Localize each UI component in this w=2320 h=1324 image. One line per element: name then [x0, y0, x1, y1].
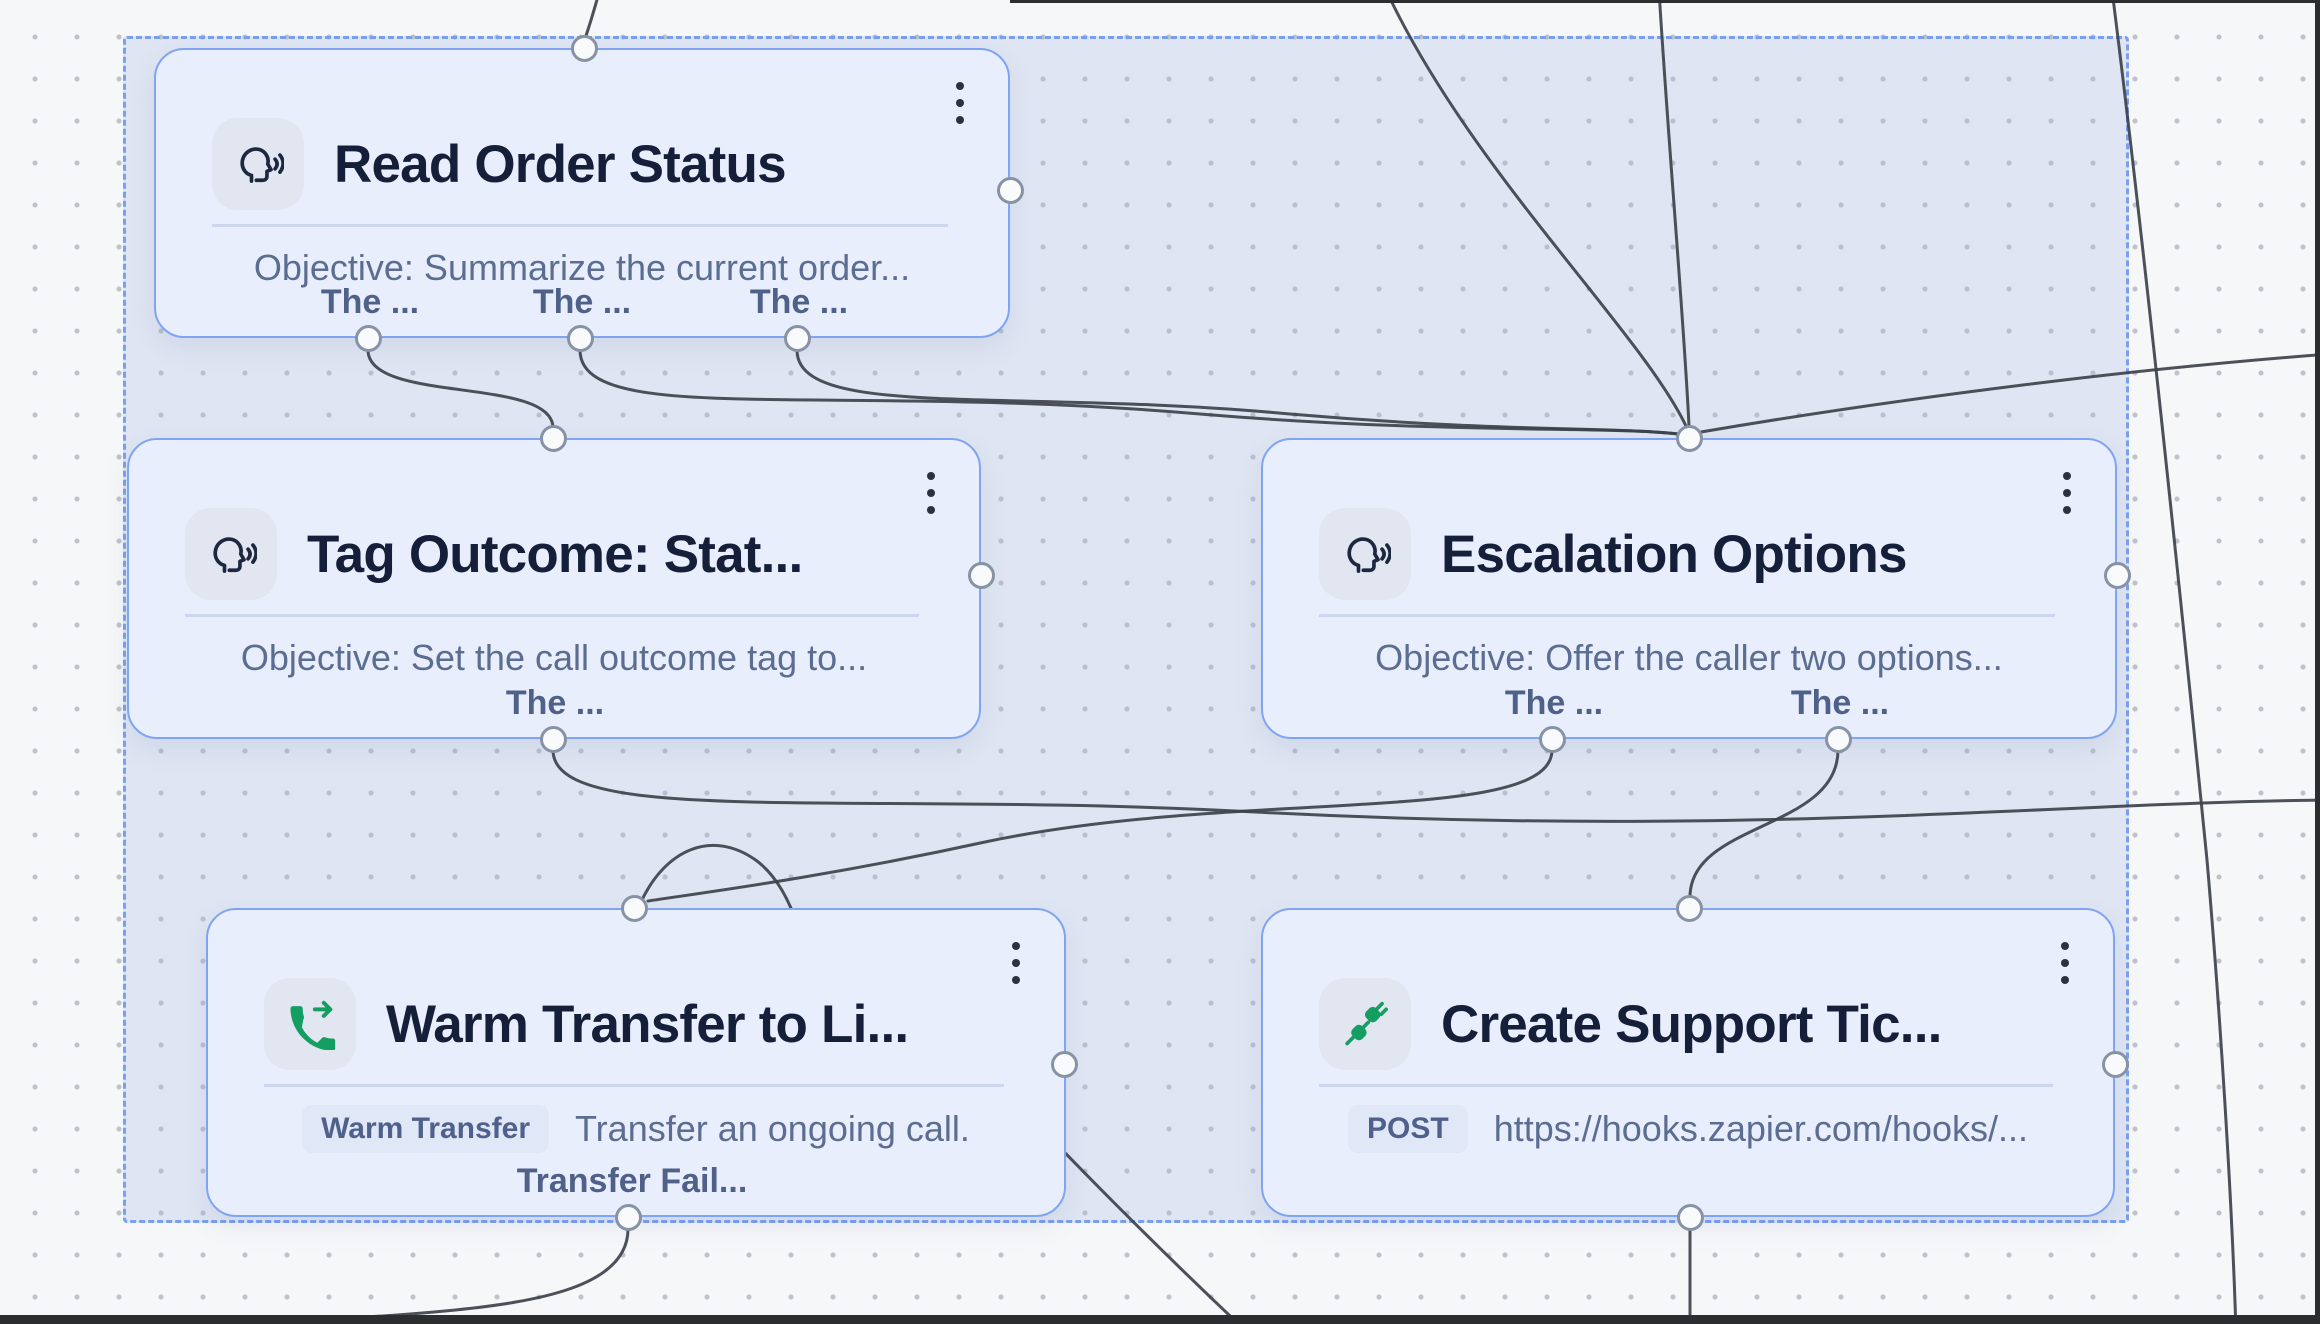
webhook-url: https://hooks.zapier.com/hooks/...	[1493, 1107, 2028, 1149]
node-title: Create Support Tic...	[1441, 994, 1942, 1054]
handle-tag-right[interactable]	[968, 562, 995, 589]
edge-offscreen-vertical-to-escalation[interactable]	[1658, 0, 1691, 428]
voice-icon	[1319, 508, 1411, 600]
node-create-support-ticket[interactable]: Create Support Tic... POST https://hooks…	[1261, 908, 2115, 1217]
node-title: Tag Outcome: Stat...	[307, 524, 803, 584]
divider	[185, 614, 919, 617]
node-title: Read Order Status	[334, 134, 786, 194]
branch-label: The ...	[749, 283, 849, 321]
node-description: Objective: Set the call outcome tag to..…	[240, 636, 868, 678]
handle-ticket-bottom[interactable]	[1677, 1204, 1704, 1231]
transfer-type-badge: Warm Transfer	[302, 1104, 550, 1153]
handle-read-bottom-2[interactable]	[567, 325, 594, 352]
edge-read-to-tag-outcome[interactable]	[366, 348, 555, 430]
handle-warm-bottom[interactable]	[615, 1204, 642, 1231]
branch-label: The ...	[1790, 684, 1890, 722]
screen-edge-bottom	[0, 1315, 2320, 1324]
divider	[264, 1084, 1004, 1087]
edge-warm-transfer-bottom-left[interactable]	[183, 1227, 630, 1324]
handle-escalation-right[interactable]	[2104, 562, 2131, 589]
handle-escalation-top[interactable]	[1676, 425, 1703, 452]
edge-escalation-to-offscreen-right[interactable]	[1699, 353, 2320, 434]
handle-read-top[interactable]	[571, 35, 598, 62]
handle-read-bottom-3[interactable]	[784, 325, 811, 352]
voice-icon	[212, 118, 304, 210]
branch-label: The ...	[1504, 684, 1604, 722]
handle-tag-bottom[interactable]	[540, 726, 567, 753]
edge-tag-outcome-to-offscreen-right[interactable]	[551, 748, 2320, 823]
edge-read-to-escalation-2[interactable]	[795, 348, 1680, 436]
kebab-menu-icon[interactable]	[2055, 936, 2075, 990]
phone-forward-icon	[264, 978, 356, 1070]
edge-read-to-escalation-1[interactable]	[578, 348, 1680, 436]
http-method-badge: POST	[1348, 1104, 1468, 1153]
handle-ticket-top[interactable]	[1676, 895, 1703, 922]
api-connector-icon	[1319, 978, 1411, 1070]
node-escalation-options[interactable]: Escalation Options Objective: Offer the …	[1261, 438, 2117, 739]
node-title: Escalation Options	[1441, 524, 1907, 584]
node-warm-transfer[interactable]: Warm Transfer to Li... Warm Transfer Tra…	[206, 908, 1066, 1217]
node-title: Warm Transfer to Li...	[386, 994, 909, 1054]
branch-label: Transfer Fail...	[516, 1162, 748, 1200]
handle-escalation-bottom-1[interactable]	[1539, 726, 1566, 753]
divider	[1319, 1084, 2053, 1087]
kebab-menu-icon[interactable]	[921, 466, 941, 520]
handle-ticket-right[interactable]	[2102, 1051, 2129, 1078]
node-description: Transfer an ongoing call.	[575, 1107, 970, 1149]
node-tag-outcome[interactable]: Tag Outcome: Stat... Objective: Set the …	[127, 438, 981, 739]
handle-warm-top[interactable]	[621, 895, 648, 922]
branch-label: The ...	[532, 283, 632, 321]
edge-offscreen-curve-to-escalation[interactable]	[1386, 0, 1688, 428]
edge-escalation-to-create-ticket[interactable]	[1688, 748, 1840, 899]
kebab-menu-icon[interactable]	[2057, 466, 2077, 520]
node-description: Objective: Summarize the current order..…	[253, 246, 911, 288]
divider	[1319, 614, 2055, 617]
handle-warm-right[interactable]	[1051, 1051, 1078, 1078]
branch-label: The ...	[505, 684, 605, 722]
divider	[212, 224, 948, 227]
screen-edge-top	[1010, 0, 2320, 3]
handle-read-bottom-1[interactable]	[355, 325, 382, 352]
branch-label: The ...	[320, 283, 420, 321]
handle-tag-top[interactable]	[540, 425, 567, 452]
handle-escalation-bottom-2[interactable]	[1825, 726, 1852, 753]
node-description: Objective: Offer the caller two options.…	[1375, 636, 2003, 678]
voice-icon	[185, 508, 277, 600]
edge-escalation-to-warm-transfer[interactable]	[646, 748, 1554, 903]
kebab-menu-icon[interactable]	[950, 76, 970, 130]
node-read-order-status[interactable]: Read Order Status Objective: Summarize t…	[154, 48, 1010, 338]
edge-offscreen-slanted-right[interactable]	[2111, 0, 2238, 1324]
kebab-menu-icon[interactable]	[1006, 936, 1026, 990]
screen-edge-right	[2315, 0, 2320, 1324]
handle-read-right[interactable]	[997, 177, 1024, 204]
